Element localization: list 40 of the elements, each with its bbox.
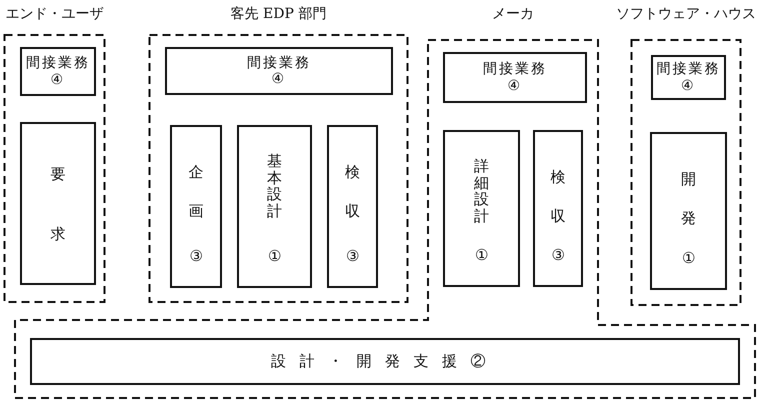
group-heading: エンド・ユーザ [6, 5, 104, 24]
box-label: ① [267, 248, 282, 264]
box-label: ③ [550, 246, 566, 263]
process-box [443, 130, 520, 287]
process-box [30, 338, 740, 385]
box-label: 基本設計 [267, 153, 282, 219]
group-heading: 客先 EDP 部門 [230, 5, 326, 24]
box-label: ④ [680, 78, 696, 94]
process-box [20, 122, 96, 285]
box-label: ④ [507, 78, 523, 94]
box-label: 検収 [550, 167, 566, 227]
process-box [650, 132, 727, 290]
box-label: 要求 [50, 164, 66, 244]
box-label: 開発 [681, 169, 696, 229]
box-label: 間接業務 [26, 55, 90, 72]
dashed-group [148, 4, 409, 304]
dashed-group [3, 4, 106, 304]
box-label: ④ [50, 72, 66, 88]
box-label: ① [681, 250, 696, 266]
process-box [237, 125, 312, 288]
process-box [20, 47, 96, 96]
process-box [533, 130, 583, 287]
box-label: 検収 [345, 162, 360, 222]
process-box [443, 52, 587, 103]
group-heading: メーカ [492, 5, 534, 24]
box-label: 間接業務 [246, 54, 312, 71]
process-box [165, 47, 393, 95]
process-box [327, 125, 378, 288]
group-heading: ソフトウェア・ハウス [616, 5, 756, 24]
box-label: 企画 [188, 162, 204, 222]
box-label: 間接業務 [656, 61, 721, 78]
box-label: 設計・開発支援② [271, 352, 499, 370]
process-box [651, 55, 726, 100]
box-label: 詳細設計 [474, 158, 489, 224]
box-label: ① [474, 246, 489, 263]
box-label: ④ [271, 71, 287, 88]
box-label: ③ [188, 248, 204, 264]
box-label: ③ [345, 248, 360, 264]
process-box [170, 125, 222, 288]
box-label: 間接業務 [482, 61, 548, 78]
